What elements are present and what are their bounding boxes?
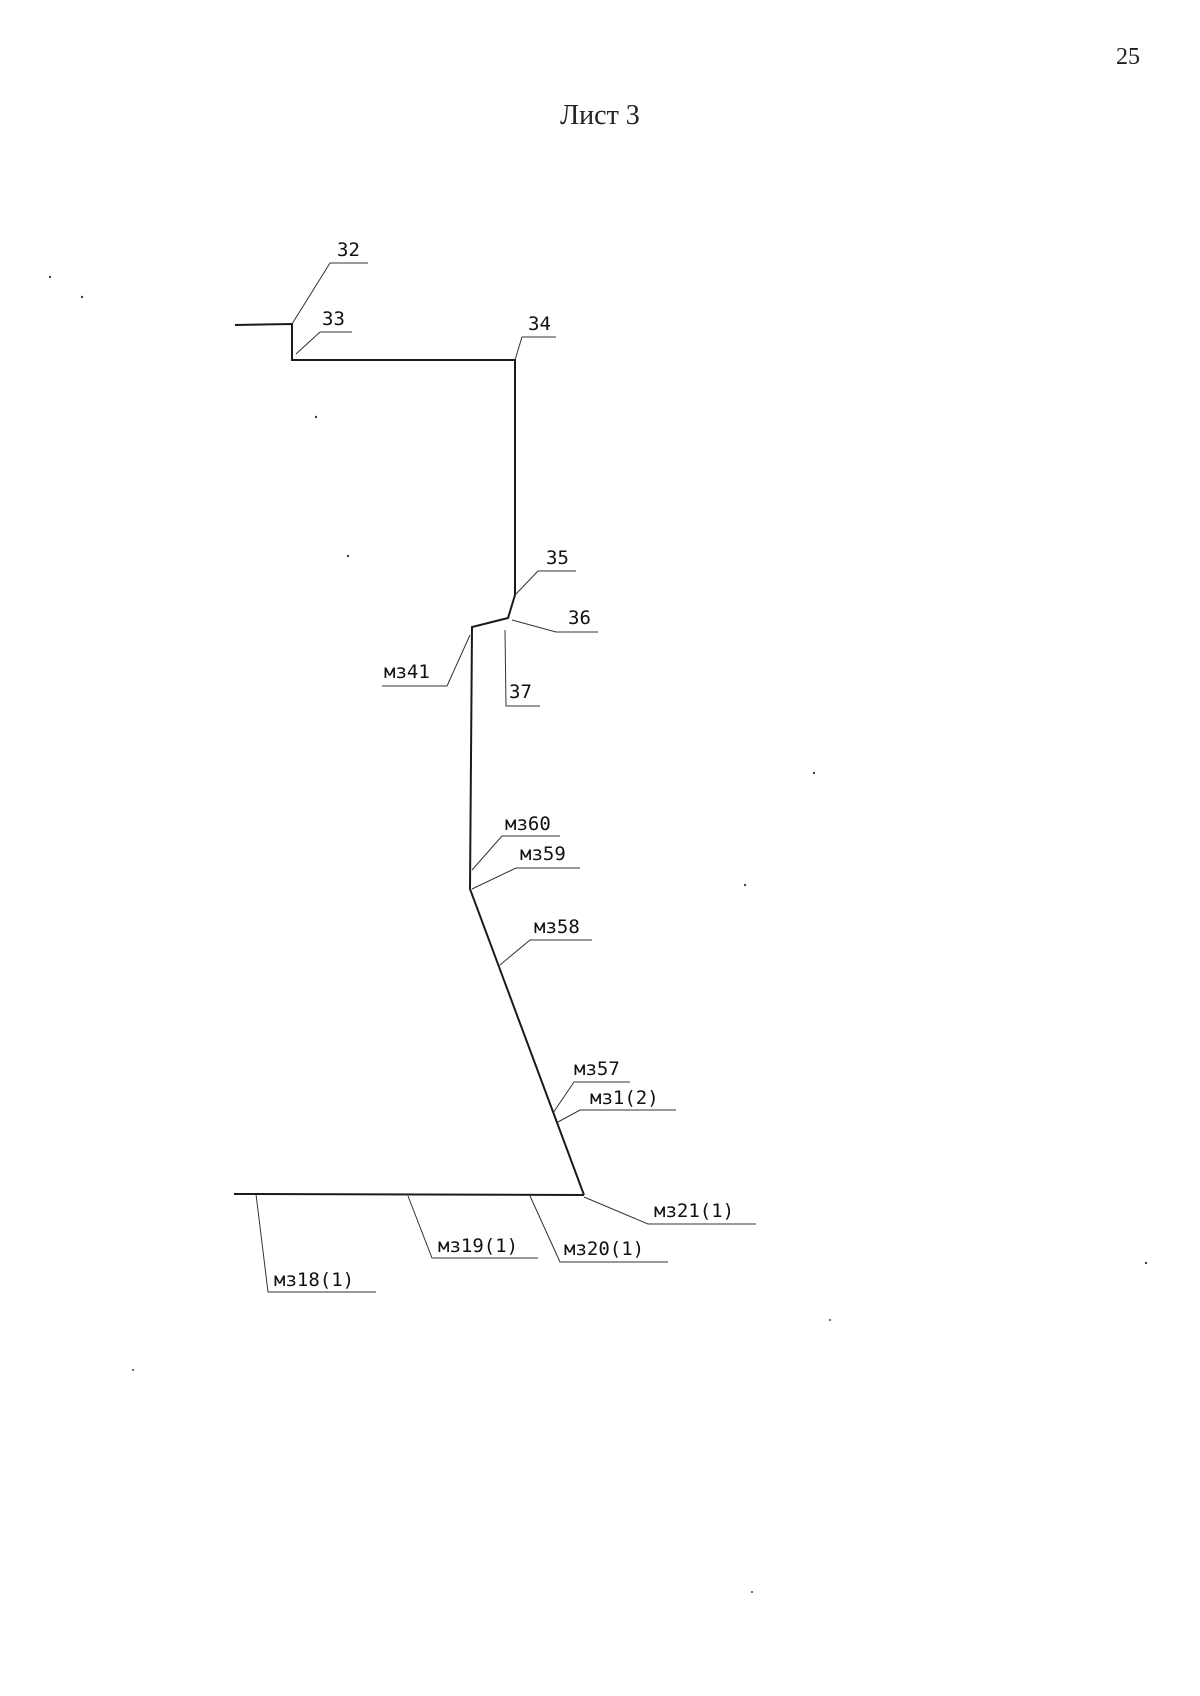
label-mz60: мз60 <box>505 813 551 835</box>
label-mz57: мз57 <box>574 1058 620 1080</box>
scan-speck <box>1144 1261 1148 1265</box>
sheet-title: Лист 3 <box>560 100 640 131</box>
leader-mz58 <box>499 939 592 966</box>
scan-speck <box>743 883 747 887</box>
leader-35 <box>514 570 576 596</box>
leader-mz21 <box>583 1196 756 1225</box>
leader-37 <box>504 629 540 707</box>
label-36: 36 <box>568 607 591 629</box>
label-35: 35 <box>546 547 569 569</box>
scan-speck <box>346 554 350 558</box>
scan-speck <box>132 1369 134 1371</box>
label-37: 37 <box>509 681 532 703</box>
scan-speck <box>751 1591 753 1593</box>
leader-32 <box>291 262 368 325</box>
label-33: 33 <box>322 308 345 330</box>
label-mz19: мз19(1) <box>438 1235 518 1257</box>
label-mz59: мз59 <box>520 843 566 865</box>
scan-speck <box>314 415 318 419</box>
scan-speck <box>829 1319 831 1321</box>
label-mz20: мз20(1) <box>564 1238 644 1260</box>
leader-mz1 <box>557 1109 676 1123</box>
scan-speck <box>80 295 84 299</box>
label-mz41: мз41 <box>384 661 430 683</box>
scan-speck <box>48 275 52 279</box>
leader-mz57 <box>552 1081 630 1114</box>
boundary-line-bottom <box>233 1193 585 1196</box>
leader-mz60 <box>471 835 560 871</box>
leader-mz19 <box>407 1195 538 1259</box>
leader-33 <box>295 331 352 355</box>
leader-36 <box>511 619 598 633</box>
label-mz58: мз58 <box>534 916 580 938</box>
leader-mz20 <box>529 1195 668 1263</box>
label-32: 32 <box>337 239 360 261</box>
label-mz21: мз21(1) <box>654 1200 734 1222</box>
leader-34 <box>514 336 556 361</box>
page-number: 25 <box>1116 44 1140 70</box>
leader-mz59 <box>471 867 580 890</box>
label-mz18: мз18(1) <box>274 1269 354 1291</box>
label-mz1: мз1(2) <box>590 1087 659 1109</box>
label-34: 34 <box>528 313 551 335</box>
leader-mz41 <box>382 634 471 687</box>
scan-speck <box>812 771 816 775</box>
boundary-line <box>234 322 585 1196</box>
leader-mz18 <box>255 1193 376 1293</box>
